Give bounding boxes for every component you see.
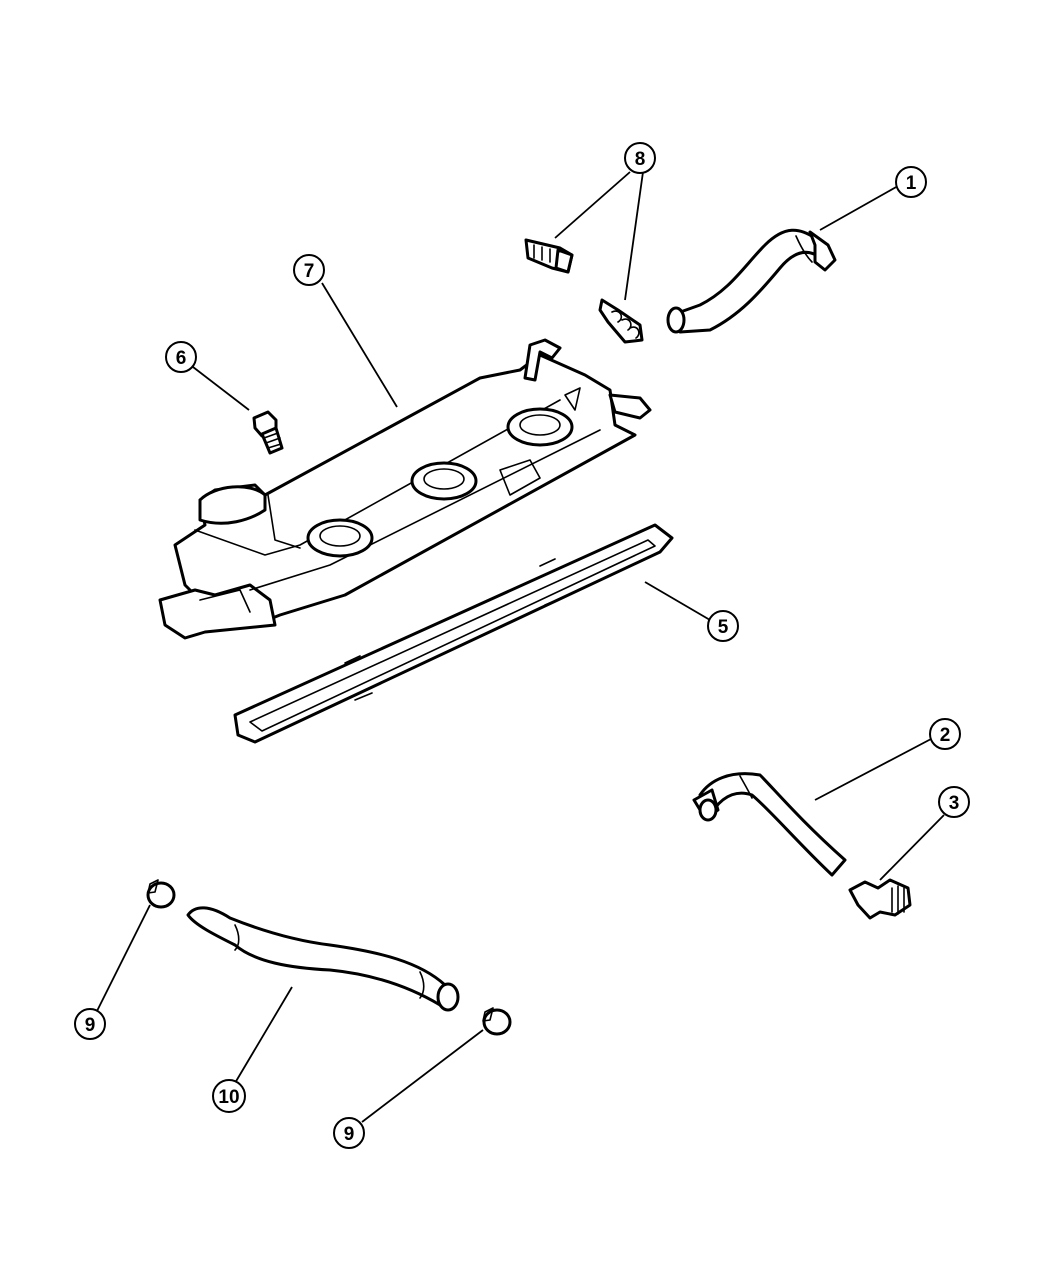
callout-label-10: 10 bbox=[218, 1087, 239, 1108]
callout-label-9-left: 9 bbox=[85, 1015, 96, 1036]
callout-9-bottom: 9 bbox=[333, 1117, 365, 1149]
valve-cover-part-7 bbox=[158, 338, 652, 640]
gasket-part-5 bbox=[233, 523, 674, 744]
bolt-part-6 bbox=[252, 410, 284, 455]
callout-label-2: 2 bbox=[940, 725, 951, 746]
callout-label-5: 5 bbox=[718, 617, 729, 638]
clamp-part-9-upper bbox=[146, 879, 176, 909]
leader-lines bbox=[96, 171, 945, 1123]
callout-label-8: 8 bbox=[635, 149, 646, 170]
callout-2: 2 bbox=[929, 718, 961, 750]
callout-6: 6 bbox=[165, 341, 197, 373]
hose-part-2 bbox=[692, 772, 847, 877]
callout-5: 5 bbox=[707, 610, 739, 642]
callout-label-9-bottom: 9 bbox=[344, 1124, 355, 1145]
callout-label-3: 3 bbox=[949, 793, 960, 814]
clamp-part-9-lower bbox=[482, 1007, 512, 1036]
callout-7: 7 bbox=[293, 254, 325, 286]
clip-part-8-lower bbox=[598, 298, 644, 344]
callout-label-7: 7 bbox=[304, 261, 315, 282]
hose-part-1 bbox=[666, 228, 837, 334]
callout-label-1: 1 bbox=[906, 173, 917, 194]
hose-part-10 bbox=[186, 906, 460, 1012]
callout-9-left: 9 bbox=[74, 1008, 106, 1040]
callout-1: 1 bbox=[895, 166, 927, 198]
callout-label-6: 6 bbox=[176, 348, 187, 369]
callout-3: 3 bbox=[938, 786, 970, 818]
callout-10: 10 bbox=[212, 1079, 246, 1113]
clip-part-8-upper bbox=[524, 238, 574, 274]
callout-8: 8 bbox=[624, 142, 656, 174]
valve-part-3 bbox=[848, 878, 912, 920]
